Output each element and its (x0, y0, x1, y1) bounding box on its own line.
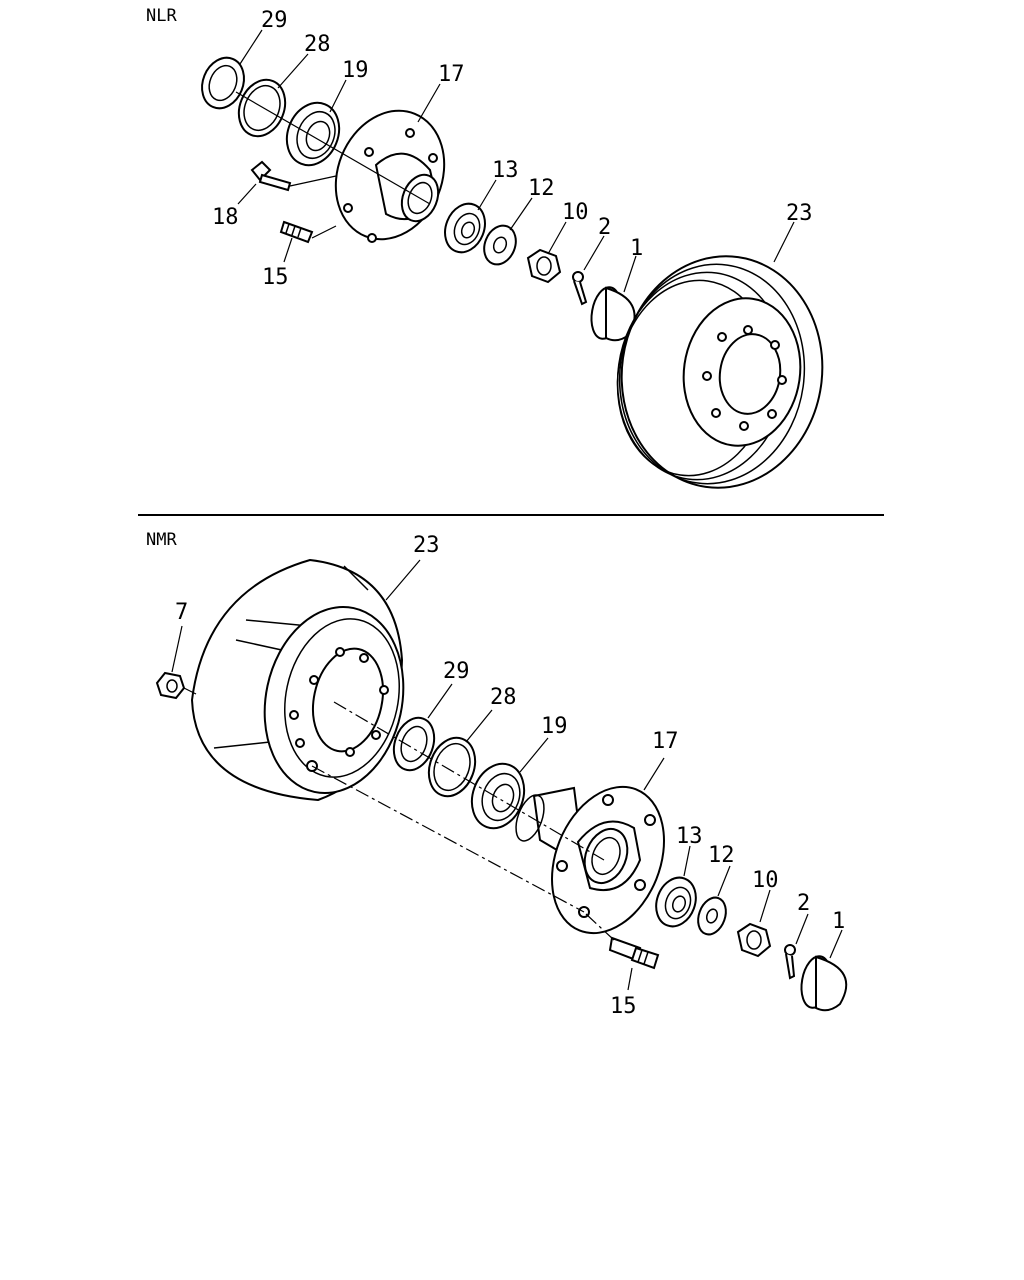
seal-29-nmr (392, 716, 436, 772)
bearing-13-nlr (444, 202, 486, 254)
callout-15-nlr: 15 (262, 265, 289, 290)
leaders-nlr (235, 29, 795, 293)
callout-12-nmr: 12 (708, 843, 735, 868)
callout-7-nmr: 7 (175, 600, 188, 625)
callouts-nlr: 29 28 19 17 13 12 10 2 1 23 18 15 (212, 8, 813, 290)
callout-2-nmr: 2 (797, 891, 810, 916)
callout-19-nmr: 19 (541, 714, 568, 739)
bearing-19-nmr (470, 762, 526, 830)
castle-nut-10-nlr (526, 248, 562, 284)
washer-12-nmr (697, 896, 727, 936)
callout-29-nlr: 29 (261, 8, 288, 33)
stud-15-nmr (608, 936, 660, 970)
callout-17-nlr: 17 (438, 62, 465, 87)
callout-1-nlr: 1 (630, 236, 643, 261)
callout-19-nlr: 19 (342, 58, 369, 83)
callout-12-nlr: 12 (528, 176, 555, 201)
leaders-nmr (171, 559, 843, 991)
nut-7-nmr (155, 671, 186, 700)
section-label-nlr: NLR (146, 6, 177, 26)
castle-nut-10-nmr (736, 922, 772, 958)
callout-13-nmr: 13 (676, 824, 703, 849)
ring-28-nlr (237, 78, 287, 138)
bearing-13-nmr (655, 876, 697, 928)
bolt-18-nlr (250, 160, 292, 192)
callout-1-nmr: 1 (832, 909, 845, 934)
brake-drum-23-nlr (616, 255, 824, 489)
hub-17-nlr (334, 109, 446, 243)
cotter-pin-2-nlr (572, 271, 588, 306)
section-label-nmr: NMR (146, 530, 177, 550)
section-nlr: NLR (146, 6, 824, 489)
hub-17-nmr (515, 785, 665, 935)
cotter-pin-2-nmr (784, 944, 796, 980)
callout-28-nmr: 28 (490, 685, 517, 710)
washer-12-nlr (483, 224, 517, 266)
seal-29-nlr (201, 56, 245, 110)
hub-cap-1-nlr (590, 286, 636, 342)
callout-17-nmr: 17 (652, 729, 679, 754)
callout-13-nlr: 13 (492, 158, 519, 183)
callout-23-nmr: 23 (413, 533, 440, 558)
callout-10-nmr: 10 (752, 868, 779, 893)
callouts-nmr: 23 7 29 28 19 17 13 12 10 2 1 15 (175, 533, 845, 1019)
callout-10-nlr: 10 (562, 200, 589, 225)
callout-23-nlr: 23 (786, 201, 813, 226)
callout-28-nlr: 28 (304, 32, 331, 57)
stud-15-nlr (279, 220, 314, 244)
hub-cap-1-nmr (800, 955, 848, 1012)
brake-drum-23-nmr (190, 558, 405, 802)
bearing-19-nlr (285, 101, 341, 167)
section-nmr: NMR (146, 530, 848, 1019)
callout-2-nlr: 2 (598, 215, 611, 240)
callout-29-nmr: 29 (443, 659, 470, 684)
ring-28-nmr (427, 736, 477, 798)
callout-18-nlr: 18 (212, 205, 239, 230)
callout-15-nmr: 15 (610, 994, 637, 1019)
